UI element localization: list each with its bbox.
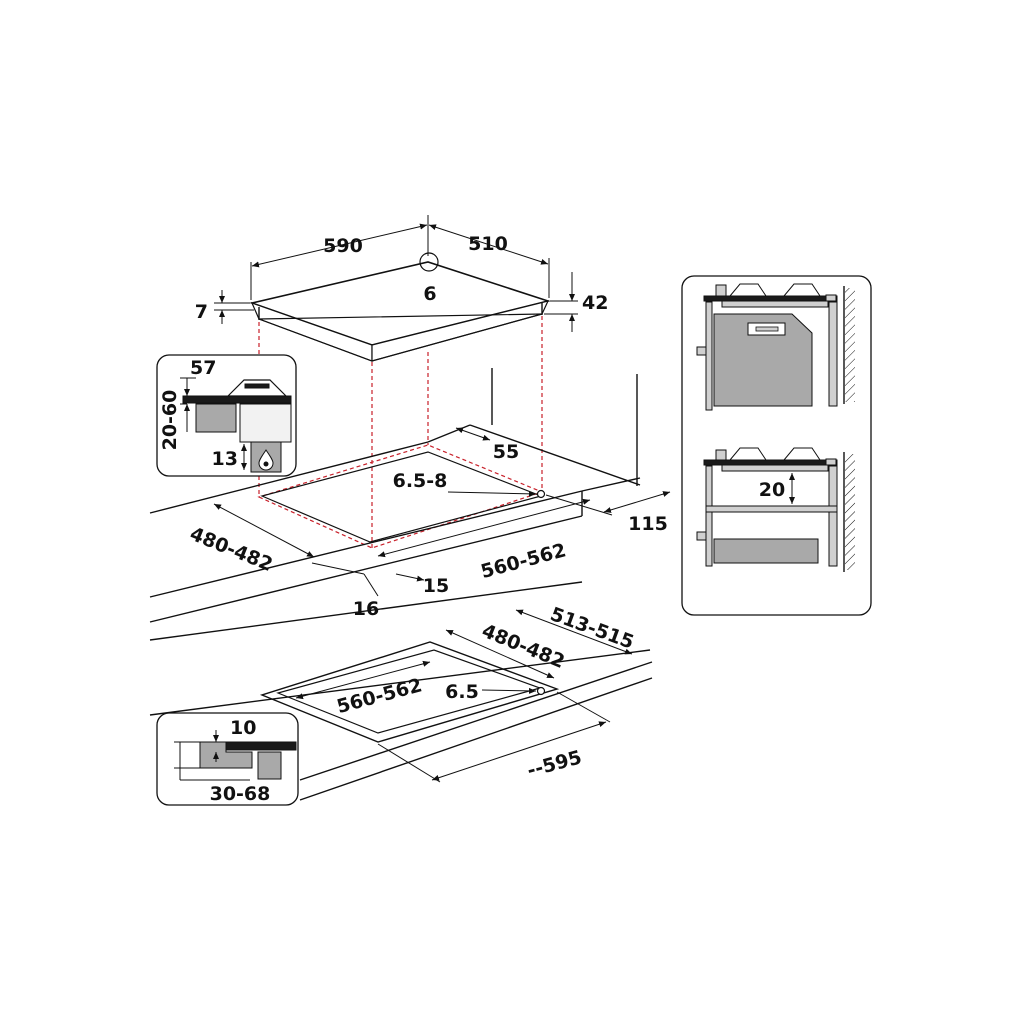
detail-box-gas: 57 20-60 13 <box>156 354 297 477</box>
worktop-cutout <box>149 368 641 623</box>
gas-flame-icon <box>258 449 274 471</box>
dim-115: 115 <box>545 491 671 535</box>
inset-595-label: --595 <box>525 746 584 782</box>
dim-560-562: 560-562 <box>377 498 591 583</box>
dim-42: 42 <box>544 272 608 332</box>
dim-inset-6-5: 6.5 <box>445 681 537 703</box>
dim-480-482: 480-482 <box>187 503 315 576</box>
dim-510-label: 510 <box>468 233 508 255</box>
dim-55: 55 <box>455 427 519 463</box>
dim-595: --595 <box>377 691 611 783</box>
inset-560-562-label: 560-562 <box>334 674 424 718</box>
detail-57-label: 57 <box>190 357 216 379</box>
flush-detail-10-label: 10 <box>230 717 256 739</box>
dim-6-5-8-label: 6.5-8 <box>393 470 448 492</box>
dim-7: 7 <box>195 290 254 324</box>
dim-6-label: 6 <box>423 283 436 305</box>
gap-20-label: 20 <box>759 479 785 501</box>
dim-6-5-8: 6.5-8 <box>393 470 537 497</box>
dim-42-label: 42 <box>582 292 608 314</box>
inset-6-5-label: 6.5 <box>445 681 479 703</box>
dim-inset-560-562: 560-562 <box>295 660 431 718</box>
detail-13-label: 13 <box>212 448 238 470</box>
option-above-drawer: 20 <box>696 447 855 572</box>
dim-55-label: 55 <box>493 441 519 463</box>
flush-detail-30-68-label: 30-68 <box>210 783 271 805</box>
dim-15-label: 15 <box>423 575 449 597</box>
dim-16-label: 16 <box>353 598 379 620</box>
dim-590: 590 <box>250 215 429 300</box>
inset-513-515-label: 513-515 <box>547 603 636 654</box>
detail-20-60-label: 20-60 <box>159 390 181 451</box>
dim-560-562-label: 560-562 <box>478 539 568 583</box>
dim-480-482-label: 480-482 <box>187 523 276 576</box>
option-above-oven <box>696 283 855 411</box>
installation-options-panel: 20 <box>681 275 872 616</box>
dim-590-label: 590 <box>323 235 363 257</box>
detail-box-flush: 10 30-68 <box>156 712 299 806</box>
dim-15-16: 15 16 <box>311 562 449 620</box>
dim-510: 510 <box>428 224 550 298</box>
dim-7-label: 7 <box>195 301 208 323</box>
dim-115-label: 115 <box>628 513 668 535</box>
hob-top-view <box>249 252 551 362</box>
